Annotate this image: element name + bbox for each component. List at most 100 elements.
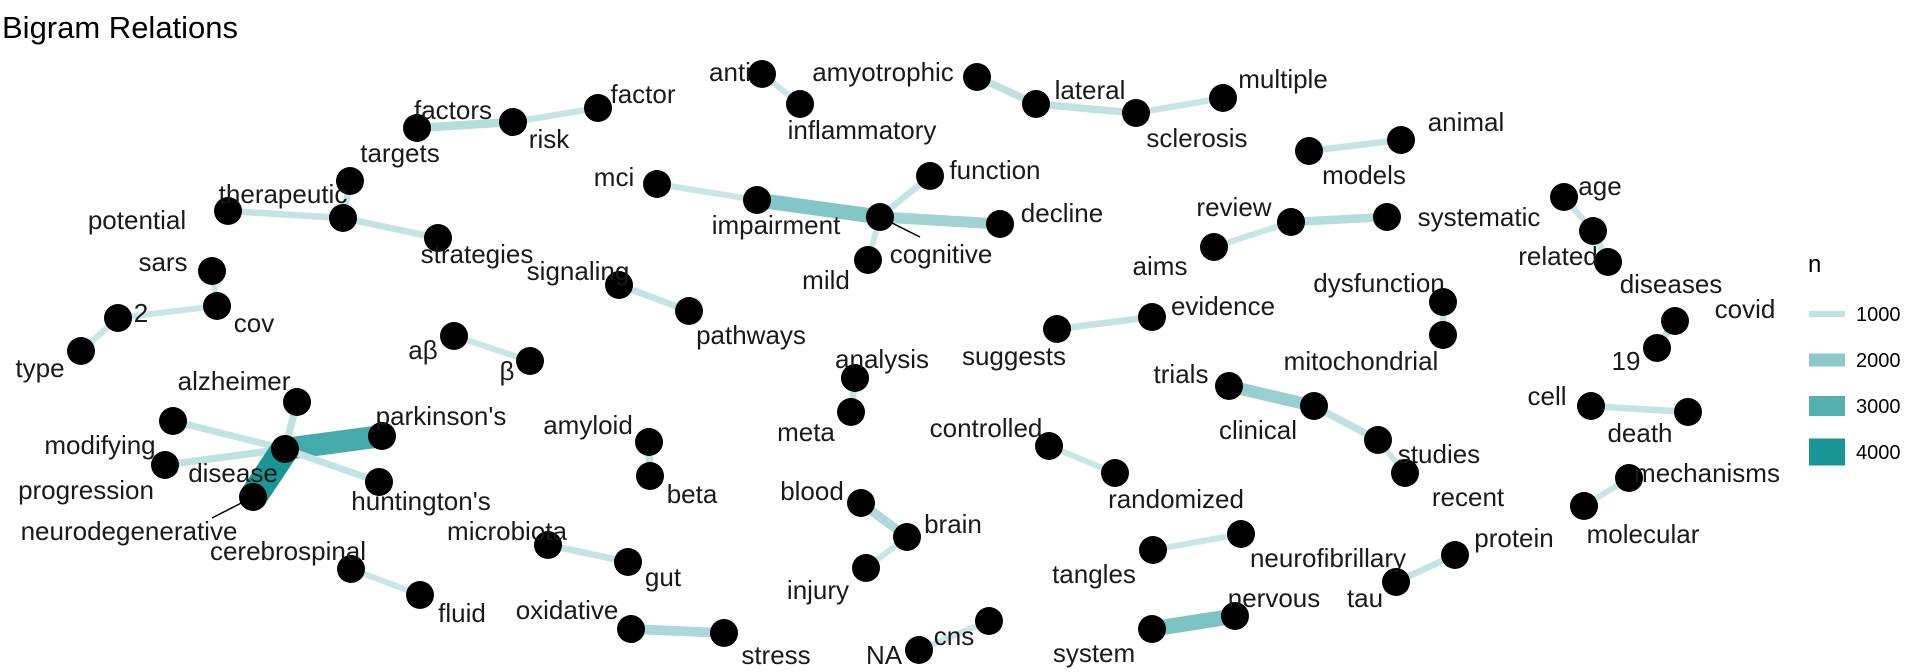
edge-cognitive-impairment xyxy=(755,192,882,225)
edge-neurofibrillary-tangles xyxy=(1152,531,1242,553)
edge-risk-factors xyxy=(416,117,514,133)
edge-cov-two xyxy=(117,303,218,321)
label-mci: mci xyxy=(594,162,634,192)
label-beta: beta xyxy=(667,479,718,509)
label-abeta: aβ xyxy=(408,335,437,365)
node-abeta xyxy=(440,322,468,350)
node-gut xyxy=(614,548,642,576)
node-beta xyxy=(636,462,664,490)
node-neurodegenerative xyxy=(239,483,267,511)
node-system xyxy=(1138,615,1166,643)
node-two xyxy=(104,304,132,332)
label-diseases: diseases xyxy=(1620,269,1723,299)
edge-potential-therapeutic xyxy=(227,207,344,222)
node-cognitive xyxy=(866,203,894,231)
node-parkinsons xyxy=(368,422,396,450)
node-aims xyxy=(1200,233,1228,261)
node-clinical xyxy=(1300,392,1328,420)
node-decline xyxy=(986,210,1014,238)
node-meta xyxy=(837,398,865,426)
label-neurofibrillary: neurofibrillary xyxy=(1250,543,1406,573)
label-death: death xyxy=(1607,418,1672,448)
node-therapeutic xyxy=(329,204,357,232)
label-mitochondrial: mitochondrial xyxy=(1284,346,1439,376)
node-molecular xyxy=(1570,492,1598,520)
label-progression: progression xyxy=(18,475,154,505)
label-parkinsons: parkinson's xyxy=(376,401,507,431)
label-multiple: multiple xyxy=(1238,64,1328,94)
label-modifying: modifying xyxy=(44,430,155,460)
node-tau xyxy=(1382,568,1410,596)
label-decline: decline xyxy=(1021,198,1103,228)
label-animal: animal xyxy=(1428,107,1505,137)
node-injury xyxy=(852,554,880,582)
node-nineteen xyxy=(1643,334,1671,362)
label-factor: factor xyxy=(610,79,675,109)
node-amyloid xyxy=(635,428,663,456)
label-microbiota: microbiota xyxy=(447,516,567,546)
label-blood: blood xyxy=(780,476,844,506)
label-strategies: strategies xyxy=(421,239,534,269)
node-cerebrospinal xyxy=(337,555,365,583)
label-targets: targets xyxy=(360,138,440,168)
label-alzheimer: alzheimer xyxy=(178,366,291,396)
legend-swatch-1000 xyxy=(1809,311,1845,317)
node-fluid xyxy=(406,581,434,609)
edge-therapeutic-strategies xyxy=(342,214,439,242)
node-suggests xyxy=(1043,315,1071,343)
label-dysfunction: dysfunction xyxy=(1313,268,1445,298)
label-brain: brain xyxy=(924,509,982,539)
node-neurofibrillary xyxy=(1227,520,1255,548)
node-oxidative xyxy=(617,615,645,643)
node-signaling xyxy=(605,271,633,299)
node-mild xyxy=(854,246,882,274)
node-trials xyxy=(1215,372,1243,400)
node-progression xyxy=(151,451,179,479)
label-layer: antiinflammatoryamyotrophiclateralsclero… xyxy=(15,57,1780,670)
node-factor xyxy=(584,94,612,122)
label-two: 2 xyxy=(134,298,148,328)
node-anti xyxy=(748,60,776,88)
node-beta_sym xyxy=(516,347,544,375)
legend-title: n xyxy=(1808,251,1821,278)
edge-mci-impairment xyxy=(656,181,758,203)
label-impairment: impairment xyxy=(712,210,841,240)
label-cns: cns xyxy=(934,621,974,651)
label-aims: aims xyxy=(1133,251,1188,281)
node-tangles xyxy=(1139,536,1167,564)
label-factors: factors xyxy=(414,95,492,125)
edge-huntingtons-disease xyxy=(283,445,381,486)
label-recent: recent xyxy=(1432,482,1505,512)
label-mild: mild xyxy=(802,265,850,295)
edge-modifying-disease xyxy=(172,417,286,453)
node-nervous xyxy=(1221,602,1249,630)
legend-label-3000: 3000 xyxy=(1856,396,1901,418)
node-review xyxy=(1277,208,1305,236)
label-randomized: randomized xyxy=(1108,484,1244,514)
node-impairment xyxy=(743,186,771,214)
label-nervous: nervous xyxy=(1228,583,1321,613)
node-lateral xyxy=(1022,90,1050,118)
node-death xyxy=(1674,398,1702,426)
node-mechanisms xyxy=(1615,464,1643,492)
node-sclerosis xyxy=(1122,99,1150,127)
label-cognitive: cognitive xyxy=(890,239,993,269)
edge-nervous-system xyxy=(1150,608,1237,637)
node-microbiota xyxy=(534,531,562,559)
node-type xyxy=(67,337,95,365)
legend-label-4000: 4000 xyxy=(1856,442,1901,464)
edge-lateral-sclerosis xyxy=(1035,100,1137,117)
node-analysis xyxy=(841,364,869,392)
label-na: NA xyxy=(866,640,903,670)
label-age: age xyxy=(1578,171,1621,201)
label-gut: gut xyxy=(645,562,682,592)
label-risk: risk xyxy=(529,124,570,154)
node-systematic xyxy=(1373,203,1401,231)
node-covid xyxy=(1661,307,1689,335)
edge-systematic-review xyxy=(1290,212,1388,227)
label-beta_sym: β xyxy=(500,356,515,386)
label-cell: cell xyxy=(1527,381,1566,411)
legend-label-2000: 2000 xyxy=(1856,350,1901,372)
label-inflammatory: inflammatory xyxy=(788,115,937,145)
